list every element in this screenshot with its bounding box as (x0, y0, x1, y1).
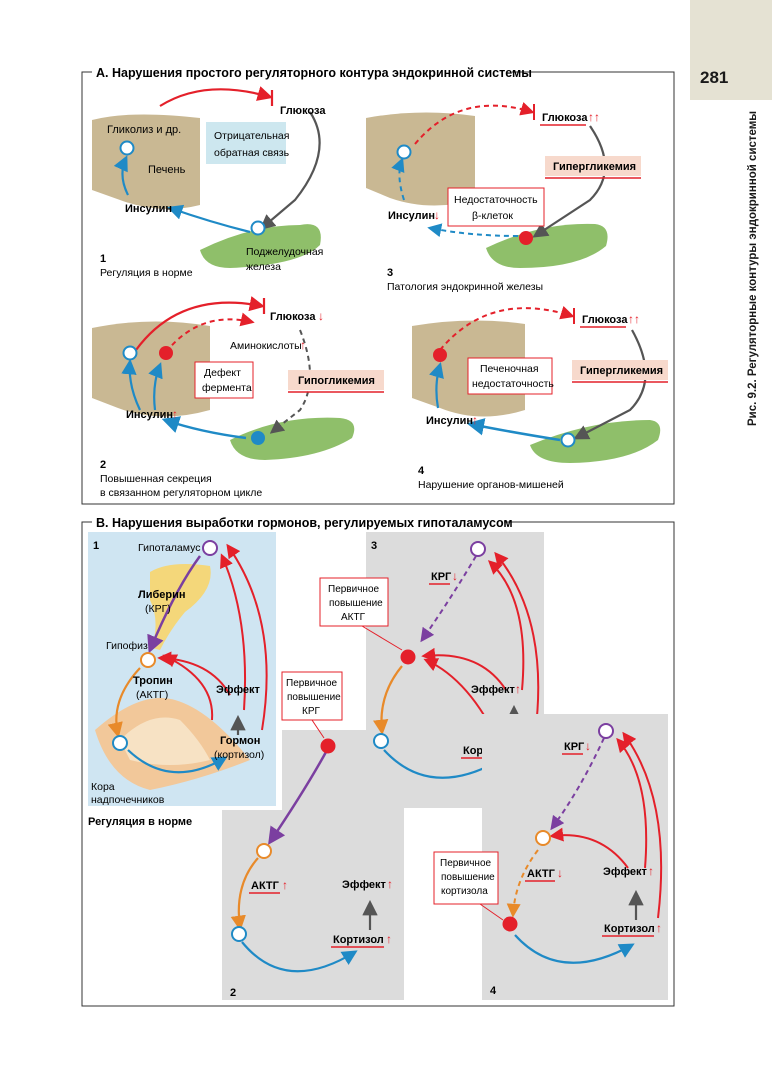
a2-amino: Аминокислоты (230, 340, 302, 352)
b4-primary-3: кортизола (441, 886, 488, 897)
b1-liberin: Либерин (138, 589, 186, 601)
a2-insulin-up: ↑ (172, 407, 178, 421)
b4-num: 4 (490, 985, 497, 997)
page-number: 281 (700, 68, 729, 87)
a2-glucose-down: ↓ (318, 309, 324, 323)
panel-a4: Глюкоза ↑↑ Печеночная недостаточность Ги… (412, 305, 668, 491)
a2-defect-1: Дефект (204, 367, 241, 379)
b4-effect: Эффект (603, 866, 648, 878)
b1-caption: Регуляция в норме (88, 816, 192, 828)
b2-effect: Эффект (342, 879, 387, 891)
panel-a1: Глюкоза Гликолиз и др. Печень Отрицатель… (92, 86, 326, 279)
a3-insuff-1: Недостаточность (454, 194, 538, 206)
b4-crh: КРГ (564, 741, 585, 753)
a1-num: 1 (100, 253, 106, 265)
a2-caption-1: Повышенная секреция (100, 473, 212, 485)
b2-primary-1: Первичное (286, 678, 338, 689)
a2-glucose: Глюкоза (270, 311, 316, 323)
b3-effect: Эффект (471, 684, 516, 696)
b3-crh: КРГ (431, 571, 452, 583)
b1-tropin: Тропин (133, 675, 173, 687)
b2-num: 2 (230, 987, 236, 999)
a4-num: 4 (418, 465, 425, 477)
a1-pancreas-2: железа (246, 261, 281, 273)
a3-glucose: Глюкоза (542, 112, 588, 124)
b4-cortisol-up: ↑ (656, 921, 662, 935)
a4-insulin: Инсулин (426, 415, 473, 427)
a2-defect-2: фермента (202, 382, 252, 394)
b2-effect-up: ↑ (387, 877, 393, 891)
b3-primary-1: Первичное (328, 584, 380, 595)
a2-num: 2 (100, 459, 106, 471)
b1-liberin-sub: (КРГ) (145, 603, 171, 615)
a4-insulin-up: ↑ (472, 413, 478, 427)
a3-insulin-down: ↓ (434, 208, 440, 222)
b2-acth-up: ↑ (282, 878, 288, 892)
b4-crh-down: ↓ (585, 739, 591, 753)
a4-caption: Нарушение органов-мишеней (418, 479, 564, 491)
a4-glucose: Глюкоза (582, 314, 628, 326)
a2-caption-2: в связанном регуляторном цикле (100, 487, 262, 499)
b1-cortex-2: надпочечников (91, 794, 165, 806)
b2-cortisol: Кортизол (333, 934, 384, 946)
a1-feedback-2: обратная связь (214, 147, 290, 159)
a3-insulin: Инсулин (388, 210, 435, 222)
b3-effect-up: ↑ (515, 682, 521, 696)
b4-acth-down: ↓ (557, 866, 563, 880)
b2-primary-3: КРГ (302, 706, 320, 717)
sidebar (690, 0, 772, 100)
a2-insulin: Инсулин (126, 409, 173, 421)
section-a-title: A. Нарушения простого регуляторного конт… (96, 66, 532, 80)
a4-liver-2: недостаточность (472, 378, 554, 390)
a1-insulin: Инсулин (125, 203, 172, 215)
a1-feedback-1: Отрицательная (214, 130, 289, 142)
b3-num: 3 (371, 540, 377, 552)
a3-num: 3 (387, 267, 393, 279)
b4-primary-1: Первичное (440, 858, 492, 869)
b4-cortisol: Кортизол (604, 923, 655, 935)
a4-state: Гипергликемия (580, 365, 663, 377)
b1-hormone: Гормон (220, 735, 260, 747)
panel-a3: Глюкоза ↑↑ Гипергликемия Недостаточность… (366, 102, 641, 293)
b2-primary-2: повышение (287, 692, 341, 703)
a1-glycolysis: Гликолиз и др. (107, 124, 181, 136)
a1-caption: Регуляция в норме (100, 267, 193, 279)
a1-liver: Печень (148, 164, 186, 176)
b3-primary-3: АКТГ (341, 612, 366, 623)
b1-hormone-sub: (кортизол) (214, 749, 264, 761)
panel-a2: Глюкоза ↓ Аминокислоты ↑ Дефект фермента… (92, 296, 384, 499)
a3-insuff-2: β-клеток (472, 210, 513, 222)
a4-glucose-up: ↑↑ (628, 312, 640, 326)
a1-glucose: Глюкоза (280, 105, 326, 117)
b3-primary-2: повышение (329, 598, 383, 609)
b3-crh-down: ↓ (452, 569, 458, 583)
b4-primary-2: повышение (441, 872, 495, 883)
b1-effect: Эффект (216, 684, 261, 696)
b2-acth: АКТГ (251, 880, 280, 892)
a2-state: Гипогликемия (298, 375, 375, 387)
b4-effect-up: ↑ (648, 864, 654, 878)
section-b-title: B. Нарушения выработки гормонов, регулир… (96, 516, 513, 530)
b4-acth: АКТГ (527, 868, 556, 880)
b2-cortisol-up: ↑ (386, 932, 392, 946)
a3-caption: Патология эндокринной железы (387, 281, 543, 293)
panel-b1: 1 Гипоталамус Либерин (КРГ) Гипофиз Троп… (88, 532, 276, 828)
a2-amino-up: ↑ (300, 338, 306, 352)
a1-pancreas-1: Поджелудочная (246, 246, 323, 258)
b1-hypothalamus: Гипоталамус (138, 542, 200, 554)
a3-glucose-up: ↑↑ (588, 110, 600, 124)
b1-tropin-sub: (АКТГ) (136, 689, 168, 701)
a3-state: Гипергликемия (553, 161, 636, 173)
b1-cortex-1: Кора (91, 781, 115, 793)
panel-b4: Первичное повышение кортизола КРГ ↓ АКТГ… (433, 714, 668, 1000)
b1-pituitary: Гипофиз (106, 640, 148, 652)
b1-num: 1 (93, 540, 99, 552)
a4-liver-1: Печеночная (480, 363, 539, 375)
